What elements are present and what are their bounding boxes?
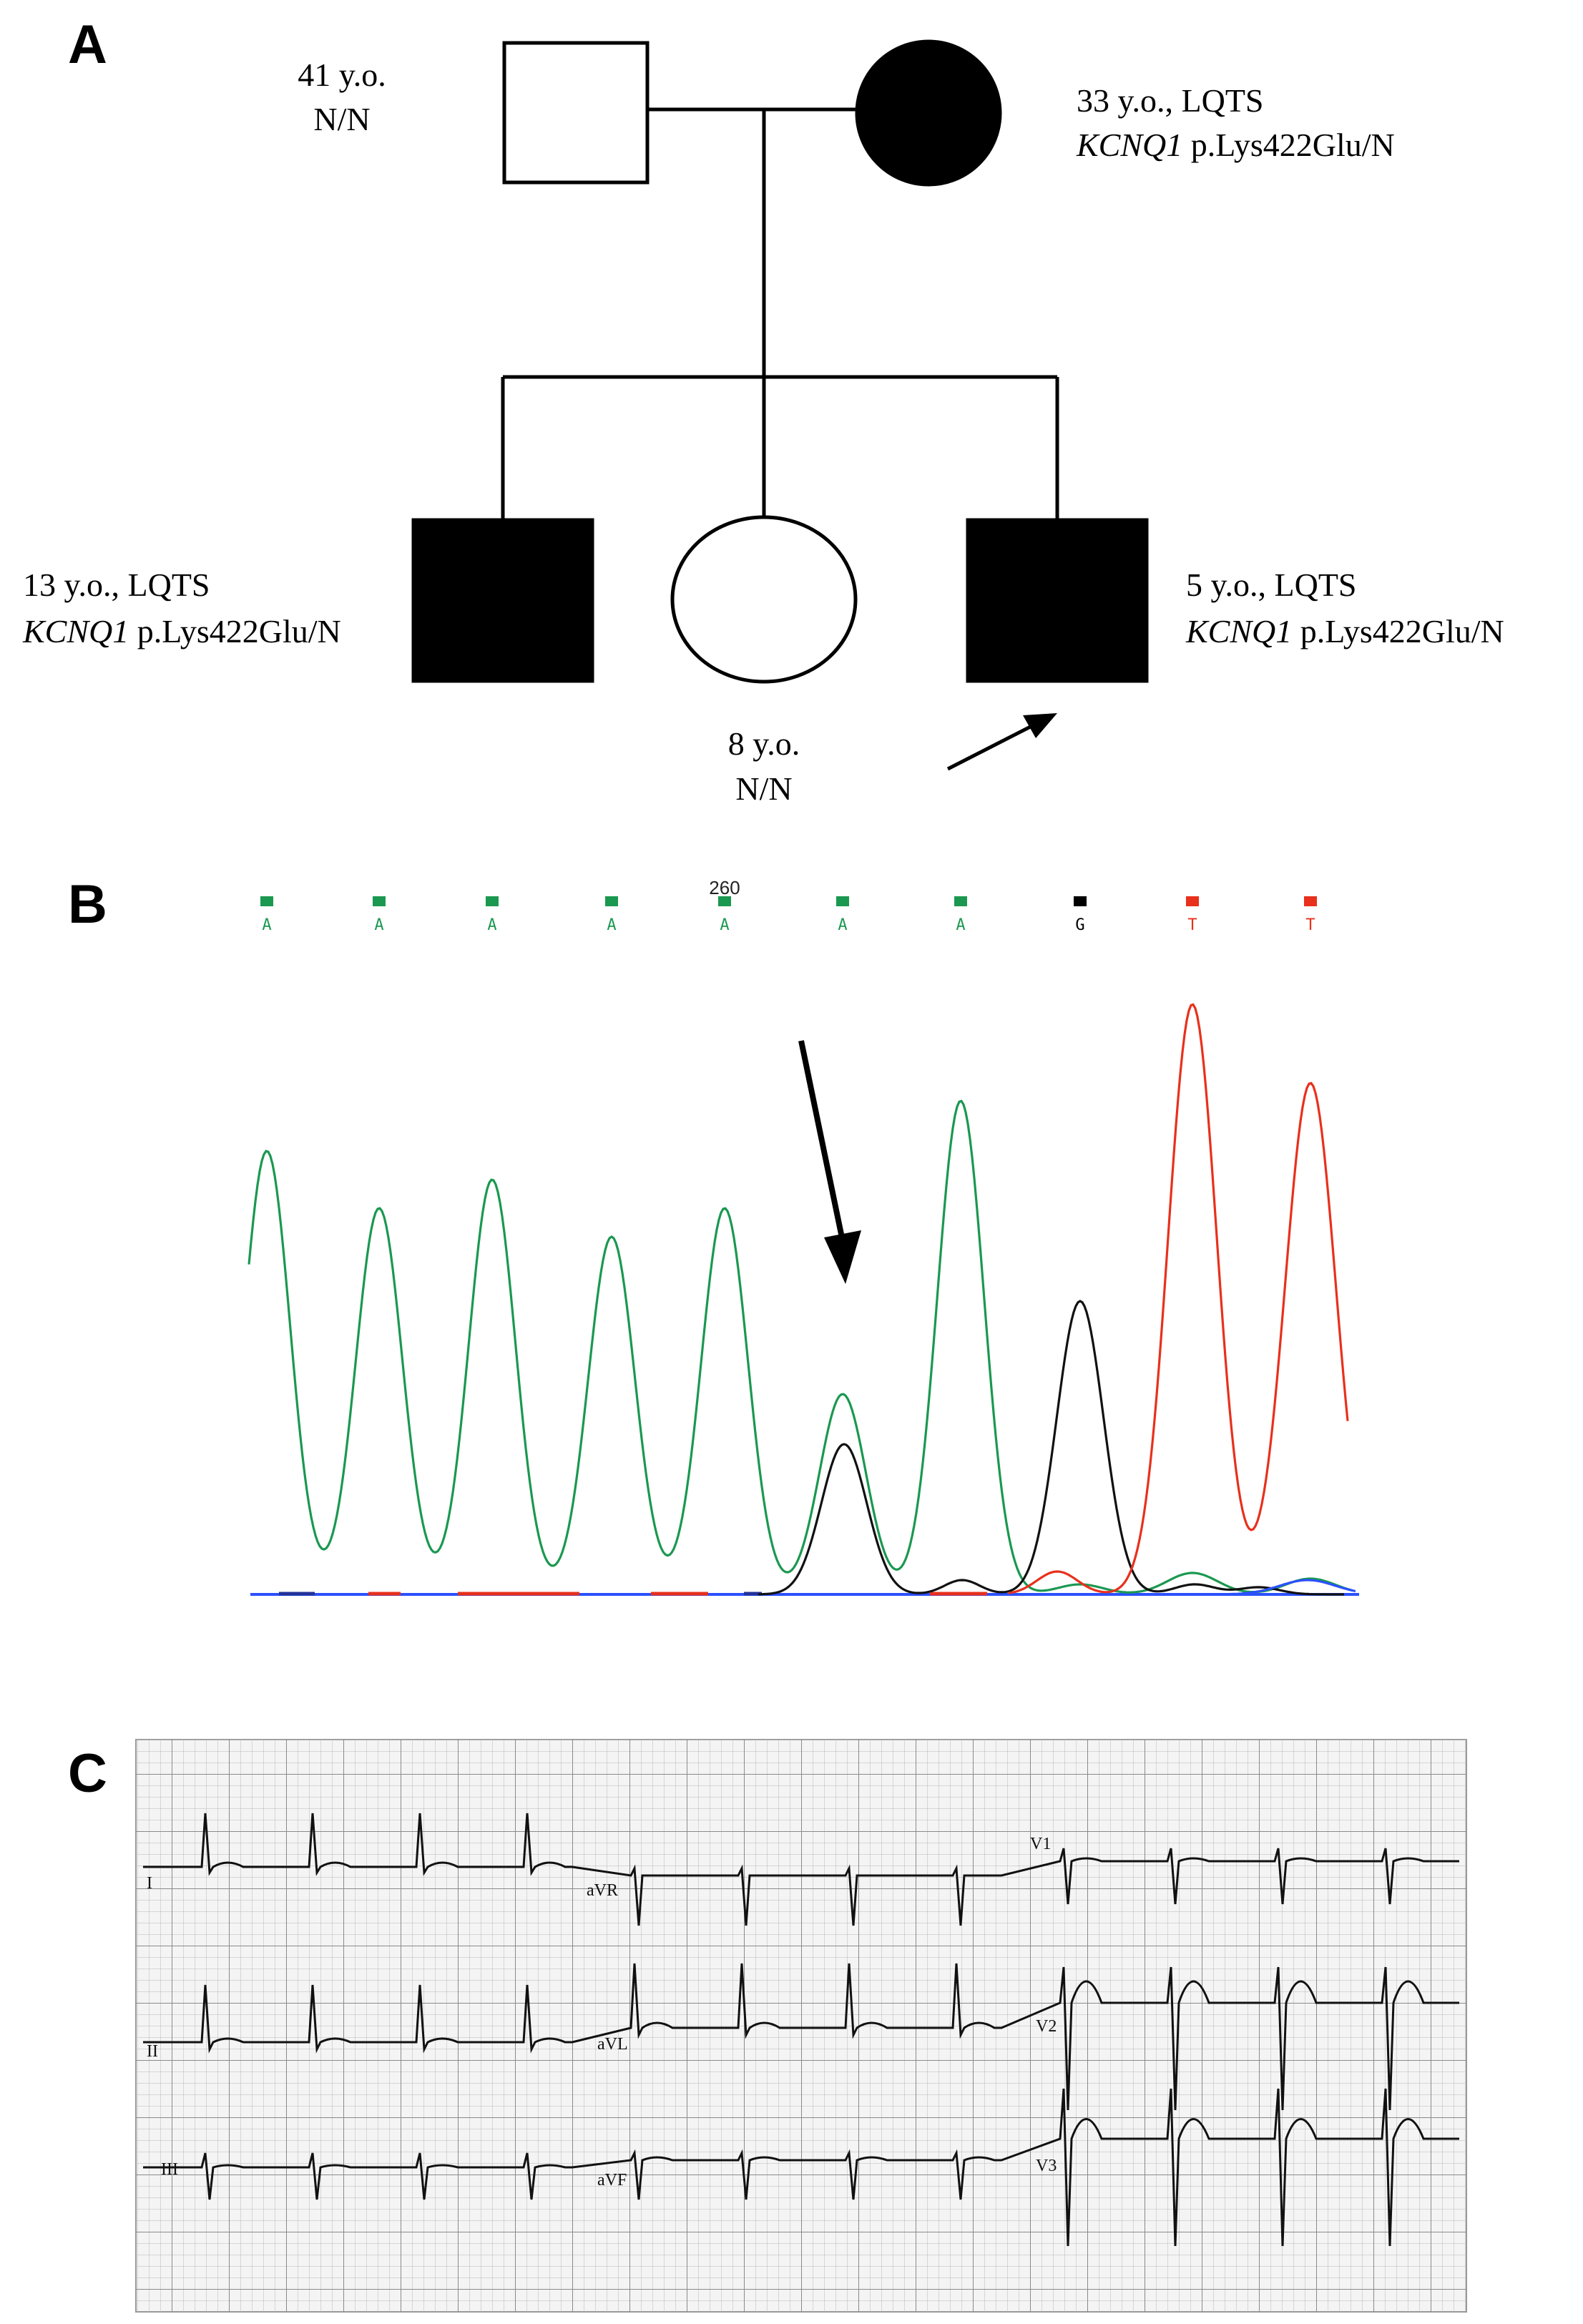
chromatogram-traces [248, 1003, 1359, 1596]
daughter-age: 8 y.o. [728, 725, 800, 762]
ecg-row-1 [143, 1813, 1459, 1926]
trace-t [1008, 1003, 1349, 1594]
daughter-genotype: N/N [735, 770, 792, 807]
ecg-strip [135, 1739, 1467, 2313]
base-letter: A [374, 916, 383, 934]
ecg-row-3 [143, 2088, 1459, 2247]
panel-label-a: A [68, 14, 107, 75]
base-letter: A [956, 916, 965, 934]
base-letter: A [487, 916, 496, 934]
panel-label-c: C [68, 1743, 107, 1804]
base-letter: A [607, 916, 616, 934]
mother-age: 33 y.o., LQTS [1077, 82, 1264, 119]
position-label: 260 [709, 877, 740, 898]
proband-symbol [966, 518, 1149, 683]
base-letter: A [838, 916, 847, 934]
panel-label-b: B [68, 874, 107, 935]
base-quality-marker [1074, 896, 1087, 906]
base-quality-marker [1186, 896, 1199, 906]
base-letter: T [1187, 916, 1197, 934]
pedigree [411, 39, 1149, 684]
ecg-lead-i: I [147, 1874, 152, 1893]
base-quality-marker [605, 896, 618, 906]
ecg-lead-v2: V2 [1036, 2017, 1057, 2036]
base-quality-marker [260, 896, 273, 906]
ecg-lead-avf: aVF [597, 2171, 627, 2190]
ecg-lead-avr: aVR [587, 1881, 618, 1900]
ecg-row-2 [143, 1963, 1459, 2111]
son-older-age: 13 y.o., LQTS [23, 567, 210, 603]
father-age: 41 y.o. [298, 57, 386, 93]
proband-variant: p.Lys422Glu/N [1292, 613, 1504, 649]
base-quality-marker [1304, 896, 1317, 906]
base-quality-marker [373, 896, 386, 906]
base-letter: G [1075, 916, 1084, 934]
trace-g [758, 1300, 1344, 1596]
mother-variant: p.Lys422Glu/N [1182, 127, 1394, 163]
proband-arrow-icon [946, 713, 1057, 771]
mother-symbol [855, 39, 1002, 187]
trace-a [248, 1099, 1353, 1594]
son-older-genotype: KCNQ1 p.Lys422Glu/N [22, 613, 341, 649]
ecg-lead-v1: V1 [1030, 1835, 1051, 1853]
proband-gene: KCNQ1 [1185, 613, 1292, 649]
son-older-symbol [411, 518, 594, 683]
base-letter: T [1305, 916, 1315, 934]
base-quality-marker [718, 896, 731, 906]
daughter-symbol [670, 515, 858, 684]
proband-genotype: KCNQ1 p.Lys422Glu/N [1185, 613, 1504, 649]
base-quality-marker [836, 896, 849, 906]
ecg-lead-iii: III [161, 2160, 178, 2179]
mother-gene: KCNQ1 [1076, 127, 1182, 163]
ecg-lead-avl: aVL [597, 2035, 628, 2054]
base-quality-marker [954, 896, 967, 906]
proband-age: 5 y.o., LQTS [1186, 567, 1357, 603]
ecg-lead-ii: II [147, 2042, 158, 2061]
son-older-gene: KCNQ1 [22, 613, 129, 649]
variant-arrow-icon [798, 1040, 861, 1284]
base-letter: A [720, 916, 729, 934]
ecg-lead-v3: V3 [1036, 2157, 1057, 2175]
father-genotype: N/N [313, 101, 370, 137]
son-older-variant: p.Lys422Glu/N [129, 613, 340, 649]
father-symbol [502, 41, 650, 185]
base-letter: A [262, 916, 271, 934]
base-quality-marker [486, 896, 499, 906]
mother-genotype: KCNQ1 p.Lys422Glu/N [1076, 127, 1395, 163]
trace-c [1216, 1579, 1356, 1596]
